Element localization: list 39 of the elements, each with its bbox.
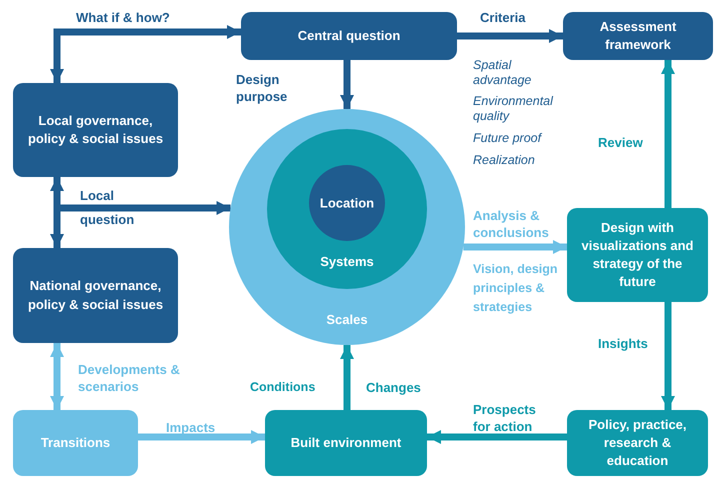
note-label: Vision, design principles & strategies xyxy=(473,261,559,316)
arrow xyxy=(463,240,567,254)
edge-label: Prospects for action xyxy=(473,402,537,436)
edge-label: Impacts xyxy=(166,420,216,437)
criterion-label: Realization xyxy=(473,153,536,168)
process-box: Assessment framework xyxy=(563,12,713,60)
arrow xyxy=(50,25,241,83)
edge-label: Review xyxy=(598,135,643,152)
edge-label: What if & how? xyxy=(76,10,170,27)
arrow xyxy=(50,343,64,410)
arrow xyxy=(457,29,563,43)
note-label: Conditions xyxy=(250,380,316,395)
arrow xyxy=(661,60,675,208)
arrow xyxy=(50,177,64,248)
arrow xyxy=(340,345,354,410)
process-box: Design with visualizations and strategy of the future xyxy=(567,208,708,302)
process-box: Policy, practice, research & education xyxy=(567,410,708,476)
arrow xyxy=(138,430,265,444)
edge-label: Developments & scenarios xyxy=(78,362,181,396)
circle-label: Systems xyxy=(319,254,375,269)
edge-label: Changes xyxy=(366,380,421,397)
process-box: Local governance, policy & social issues xyxy=(13,83,178,177)
arrow xyxy=(427,430,567,444)
process-box: Transitions xyxy=(13,410,138,476)
arrow xyxy=(340,60,354,109)
criterion-label: Future proof xyxy=(473,131,544,146)
edge-label: Insights xyxy=(598,336,648,353)
edge-label: Design purpose xyxy=(236,72,288,106)
edge-label: Analysis & conclusions xyxy=(473,208,550,242)
arrow xyxy=(661,302,675,410)
circle-label: Location xyxy=(318,196,376,210)
edge-label: Local question xyxy=(80,187,136,229)
edge-label: Criteria xyxy=(480,10,526,27)
process-box: Central question xyxy=(241,12,457,60)
criterion-label: Environmental quality xyxy=(473,94,554,124)
process-box: Built environment xyxy=(265,410,427,476)
process-box: National governance, policy & social issues xyxy=(13,248,178,343)
criterion-label: Spatial advantage xyxy=(473,58,532,88)
circle-label: Scales xyxy=(325,312,369,327)
